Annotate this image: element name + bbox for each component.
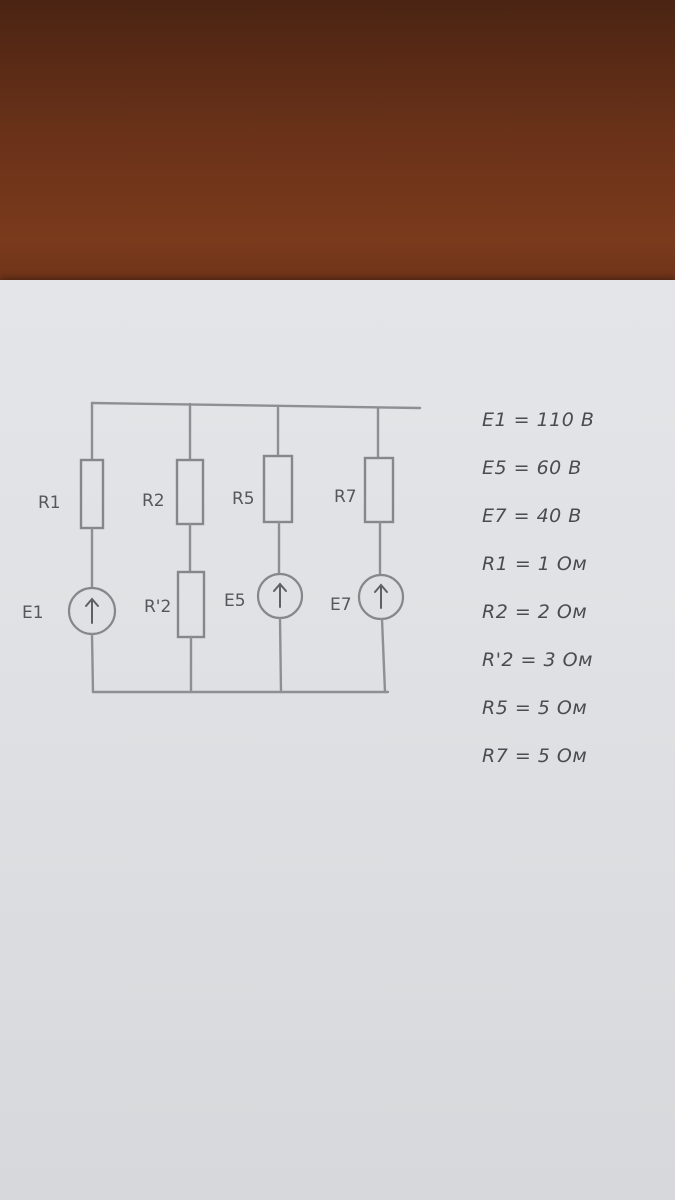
label-e1: E1 xyxy=(22,603,44,623)
label-r1: R1 xyxy=(38,493,61,513)
top-bus-wire xyxy=(90,401,422,410)
resistor-r7 xyxy=(363,456,395,524)
label-r7: R7 xyxy=(334,487,357,507)
branch-1-wire-bottom xyxy=(90,632,95,694)
component-values-list: E1 = 110 B E5 = 60 B E7 = 40 B R1 = 1 Ом… xyxy=(482,396,667,780)
source-e1-arrow xyxy=(85,597,99,624)
resistor-r2-prime xyxy=(176,570,206,639)
source-e7-arrow xyxy=(374,583,388,609)
value-r5: R5 = 5 Ом xyxy=(482,697,588,719)
label-r2: R2 xyxy=(142,491,165,511)
resistor-r1 xyxy=(79,458,105,530)
wooden-desk-background xyxy=(0,0,675,300)
resistor-r5 xyxy=(262,454,294,524)
value-r2: R2 = 2 Ом xyxy=(482,601,588,623)
value-r2-prime: R'2 = 3 Ом xyxy=(482,649,593,671)
value-r1: R1 = 1 Ом xyxy=(482,553,588,575)
value-r7: R7 = 5 Ом xyxy=(482,745,588,767)
label-r5: R5 xyxy=(232,489,255,509)
value-e5: E5 = 60 B xyxy=(482,457,582,479)
label-r2-prime: R'2 xyxy=(144,597,171,617)
value-e1: E1 = 110 B xyxy=(482,409,595,431)
label-e5: E5 xyxy=(224,591,246,611)
value-e7: E7 = 40 B xyxy=(482,505,582,527)
branch-3-wire-bottom xyxy=(278,616,283,694)
resistor-r2 xyxy=(175,458,205,526)
paper-sheet xyxy=(0,280,675,1200)
source-e5-arrow xyxy=(273,582,287,608)
label-e7: E7 xyxy=(330,595,352,615)
branch-4-wire-bottom xyxy=(380,617,387,694)
